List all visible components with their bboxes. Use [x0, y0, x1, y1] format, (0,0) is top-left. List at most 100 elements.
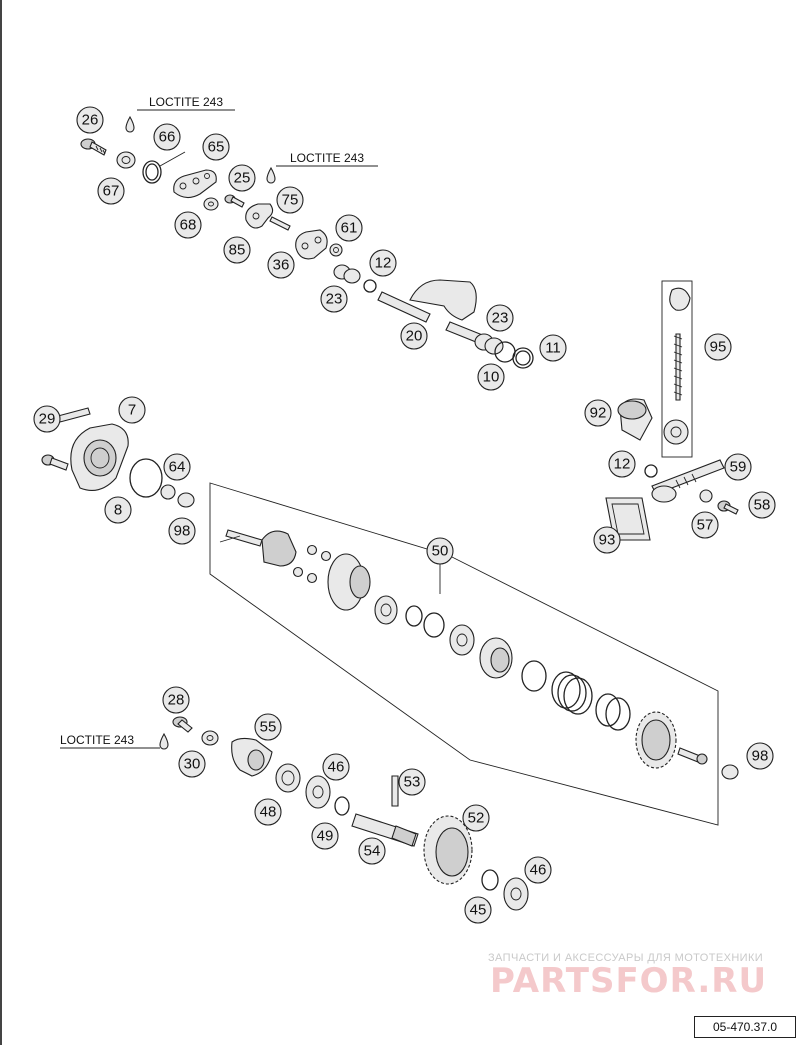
- callout-52: 52: [462, 804, 490, 832]
- callout-61: 61: [335, 214, 363, 242]
- plate-36-shape: [295, 229, 328, 260]
- diagram-code: 05-470.37.0: [694, 1016, 796, 1038]
- svg-text:95: 95: [710, 339, 727, 356]
- ring-11-shape: [512, 347, 534, 369]
- svg-text:12: 12: [375, 255, 392, 272]
- svg-text:12: 12: [614, 456, 631, 473]
- callout-59: 59: [724, 453, 752, 481]
- callout-36: 36: [267, 251, 295, 279]
- top-assembly: [80, 109, 534, 369]
- callout-46-mid: 46: [322, 753, 350, 781]
- callout-98-right: 98: [746, 742, 774, 770]
- callout-64: 64: [163, 453, 191, 481]
- svg-text:52: 52: [468, 810, 485, 827]
- callout-25: 25: [228, 164, 256, 192]
- callout-85: 85: [223, 236, 251, 264]
- svg-text:64: 64: [169, 459, 186, 476]
- washer-68-shape: [203, 197, 219, 211]
- svg-text:66: 66: [159, 129, 176, 146]
- svg-text:26: 26: [82, 112, 99, 129]
- svg-text:29: 29: [39, 411, 56, 428]
- callout-20: 20: [400, 322, 428, 350]
- svg-text:8: 8: [114, 502, 122, 519]
- callout-57: 57: [691, 511, 719, 539]
- callout-23-top: 23: [320, 285, 348, 313]
- loctite-label-3: LOCTITE 243: [60, 733, 134, 747]
- page-frame-edge: [0, 0, 2, 1045]
- svg-text:45: 45: [470, 902, 487, 919]
- svg-text:98: 98: [174, 523, 191, 540]
- callout-12-right: 12: [608, 450, 636, 478]
- callout-49: 49: [311, 822, 339, 850]
- svg-text:30: 30: [184, 756, 201, 773]
- svg-text:46: 46: [328, 759, 345, 776]
- screw-25-shape: [224, 194, 245, 208]
- bolt-26-shape: [80, 138, 107, 156]
- svg-text:59: 59: [730, 459, 747, 476]
- spacer-67-shape: [116, 151, 136, 169]
- svg-text:28: 28: [168, 692, 185, 709]
- callout-98-left: 98: [168, 517, 196, 545]
- callout-12-top: 12: [369, 249, 397, 277]
- governor-box: [209, 482, 739, 826]
- loctite-label-2: LOCTITE 243: [290, 151, 364, 165]
- svg-text:20: 20: [406, 328, 423, 345]
- callout-54: 54: [358, 837, 386, 865]
- callout-67: 67: [97, 177, 125, 205]
- callout-65: 65: [202, 133, 230, 161]
- svg-text:85: 85: [229, 242, 246, 259]
- callout-92: 92: [584, 399, 612, 427]
- callout-7: 7: [118, 396, 146, 424]
- callout-55: 55: [254, 713, 282, 741]
- bushing-23b-shape: [474, 333, 504, 355]
- callout-75: 75: [276, 186, 304, 214]
- svg-text:10: 10: [483, 369, 500, 386]
- callout-11: 11: [539, 334, 567, 362]
- svg-text:54: 54: [364, 843, 381, 860]
- svg-text:57: 57: [697, 517, 714, 534]
- callout-45: 45: [464, 896, 492, 924]
- callout-46-bottom: 46: [524, 856, 552, 884]
- shaft-20-shape: [377, 279, 491, 347]
- svg-text:23: 23: [326, 291, 343, 308]
- svg-text:68: 68: [180, 217, 197, 234]
- callout-30: 30: [178, 750, 206, 778]
- callout-53: 53: [398, 768, 426, 796]
- svg-text:25: 25: [234, 170, 251, 187]
- loctite-drop-2: [266, 166, 276, 184]
- watermark-brand: PARTSFOR.RU: [490, 961, 767, 1001]
- svg-text:67: 67: [103, 183, 120, 200]
- pin-75-shape: [269, 216, 291, 231]
- svg-text:23: 23: [492, 310, 509, 327]
- callout-48: 48: [254, 798, 282, 826]
- callout-29: 29: [33, 405, 61, 433]
- svg-text:98: 98: [752, 748, 769, 765]
- svg-text:75: 75: [282, 192, 299, 209]
- svg-text:58: 58: [754, 497, 771, 514]
- loctite-label-1: LOCTITE 243: [149, 95, 223, 109]
- svg-text:11: 11: [545, 340, 561, 357]
- watermark-tagline: ЗАПЧАСТИ И АКСЕССУАРЫ ДЛЯ МОТОТЕХНИКИ: [488, 952, 763, 964]
- callout-50: 50: [426, 537, 454, 565]
- loctite-drop-1: [125, 115, 135, 133]
- bushing-23-shape: [333, 264, 361, 284]
- bushing-61-shape: [329, 243, 343, 257]
- bottom-assembly: [60, 716, 529, 911]
- svg-text:92: 92: [590, 405, 607, 422]
- svg-text:65: 65: [208, 139, 225, 156]
- svg-text:55: 55: [260, 719, 277, 736]
- callout-93: 93: [593, 526, 621, 554]
- svg-text:93: 93: [599, 532, 616, 549]
- lever-85-shape: [245, 203, 274, 229]
- svg-text:46: 46: [530, 862, 547, 879]
- callout-68: 68: [174, 211, 202, 239]
- callout-10: 10: [477, 363, 505, 391]
- svg-text:7: 7: [128, 402, 136, 419]
- callout-66: 66: [153, 123, 181, 151]
- svg-text:49: 49: [317, 828, 334, 845]
- callout-26: 26: [76, 106, 104, 134]
- spring-66-shape: [142, 151, 186, 184]
- cover-assembly: [41, 407, 195, 508]
- callout-58: 58: [748, 491, 776, 519]
- svg-text:48: 48: [260, 804, 277, 821]
